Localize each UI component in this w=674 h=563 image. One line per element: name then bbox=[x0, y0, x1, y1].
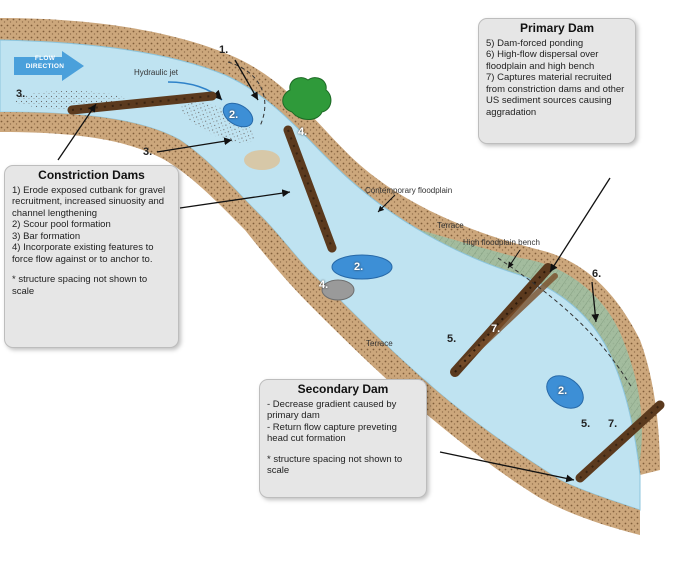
marker-7: 7. bbox=[608, 418, 617, 430]
constriction-dams-item: 2) Scour pool formation bbox=[12, 219, 171, 231]
terrace-label: Terrace bbox=[366, 339, 393, 348]
contemporary-floodplain-label: Contemporary floodplain bbox=[365, 186, 452, 195]
secondary-dam-item: - Decrease gradient caused by primary da… bbox=[267, 399, 419, 422]
gravel-bar bbox=[244, 150, 280, 170]
marker-5: 5. bbox=[447, 333, 456, 345]
marker-7: 7. bbox=[491, 323, 500, 335]
terrace-label: Terrace bbox=[437, 221, 464, 230]
primary-dam-title: Primary Dam bbox=[486, 23, 628, 35]
primary-dam-list: 5) Dam-forced ponding 6) High-flow dispe… bbox=[486, 38, 628, 119]
callout-arrow bbox=[550, 178, 610, 272]
constriction-dams-item: 3) Bar formation bbox=[12, 231, 171, 243]
marker-2: 2. bbox=[354, 261, 363, 273]
primary-dam-item: 5) Dam-forced ponding bbox=[486, 38, 628, 50]
secondary-dam-note: * structure spacing not shown to scale bbox=[267, 454, 419, 477]
marker-4: 4. bbox=[298, 126, 307, 138]
marker-2: 2. bbox=[229, 109, 238, 121]
primary-dam-box: Primary Dam 5) Dam-forced ponding 6) Hig… bbox=[478, 18, 636, 144]
primary-dam-item: 7) Captures material recruited from cons… bbox=[486, 72, 628, 118]
marker-5: 5. bbox=[581, 418, 590, 430]
high-floodplain-bench-label: High floodplain bench bbox=[463, 238, 540, 247]
constriction-dams-title: Constriction Dams bbox=[12, 170, 171, 182]
marker-1: 1. bbox=[219, 44, 228, 56]
marker-2: 2. bbox=[558, 385, 567, 397]
marker-4: 4. bbox=[319, 279, 328, 291]
constriction-dams-item: 1) Erode exposed cutbank for gravel recr… bbox=[12, 185, 171, 220]
marker-6: 6. bbox=[592, 268, 601, 280]
constriction-dams-note: * structure spacing not shown to scale bbox=[12, 274, 171, 297]
constriction-dams-list: 1) Erode exposed cutbank for gravel recr… bbox=[12, 185, 171, 266]
secondary-dam-list: - Decrease gradient caused by primary da… bbox=[267, 399, 419, 445]
constriction-dams-box: Constriction Dams 1) Erode exposed cutba… bbox=[4, 165, 179, 348]
primary-dam-item: 6) High-flow dispersal over floodplain a… bbox=[486, 49, 628, 72]
hydraulic-jet-label: Hydraulic jet bbox=[134, 68, 178, 77]
secondary-dam-item: - Return flow capture preveting head cut… bbox=[267, 422, 419, 445]
flow-direction-label: FLOW DIRECTION bbox=[22, 55, 68, 71]
secondary-dam-title: Secondary Dam bbox=[267, 384, 419, 396]
marker-3: 3. bbox=[16, 88, 25, 100]
marker-3: 3. bbox=[143, 146, 152, 158]
constriction-dams-item: 4) Incorporate existing features to forc… bbox=[12, 242, 171, 265]
secondary-dam-box: Secondary Dam - Decrease gradient caused… bbox=[259, 379, 427, 498]
